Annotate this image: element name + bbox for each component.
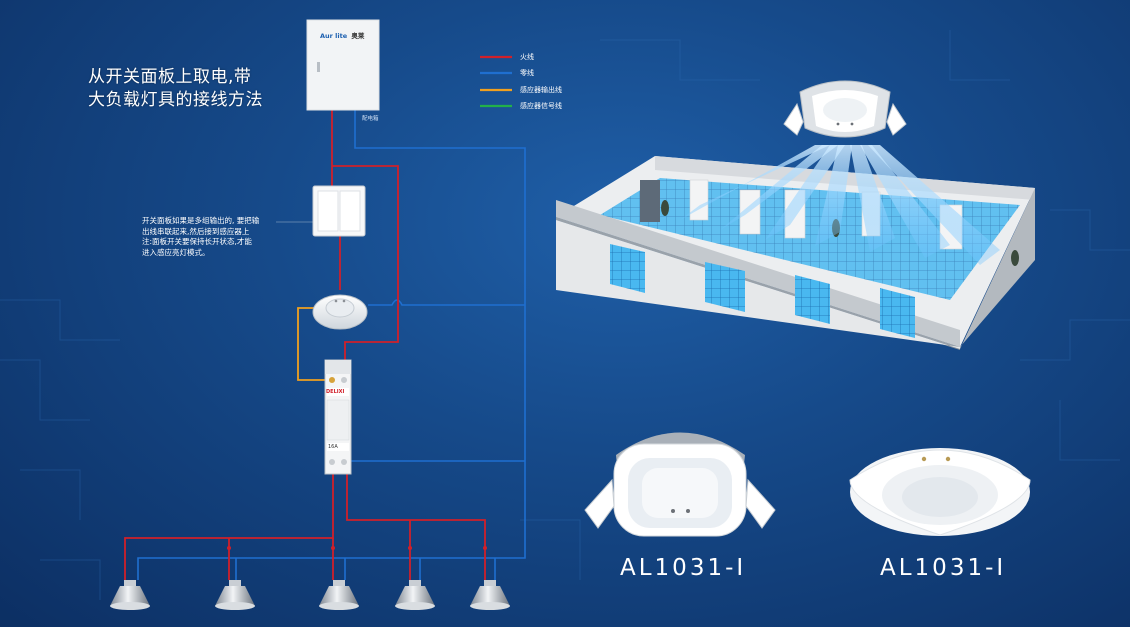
distribution-box-brand: Aur lite 奥莱 — [320, 30, 364, 40]
product-sensor-square — [584, 432, 776, 537]
diagram-title: 从开关面板上取电,带 大负载灯具的接线方法 — [88, 66, 308, 112]
diagram-sensor — [312, 294, 368, 330]
circuit-texture — [0, 30, 1130, 600]
room-illustration — [556, 145, 1035, 350]
downlight — [215, 580, 255, 610]
distribution-box-caption: 配电箱 — [362, 116, 379, 122]
title-line-2: 大负载灯具的接线方法 — [88, 90, 263, 110]
wiring-note: 开关面板如果是多组输出的, 要把输 出线串联起来,然后接到感应器上 注:面板开关… — [142, 216, 282, 258]
sensor-output-wire — [297, 307, 330, 381]
product-model-2: AL1031-I — [880, 555, 1007, 581]
downlight — [319, 580, 359, 610]
note-line-4: 进入感应亮灯模式。 — [142, 247, 210, 257]
legend-signal-label: 感应器信号线 — [520, 102, 562, 110]
product-sensor-round — [849, 448, 1031, 536]
legend-live-label: 火线 — [520, 53, 534, 61]
live-wires — [124, 110, 486, 580]
legend-output-label: 感应器输出线 — [520, 86, 562, 94]
downlight — [395, 580, 435, 610]
note-line-3: 注:面板开关要保持长开状态,才能 — [142, 237, 252, 246]
legend-neutral-label: 零线 — [520, 69, 534, 77]
box-latch — [317, 62, 320, 72]
contactor-brand: DELIXI — [326, 389, 345, 395]
contactor-rating: 16A — [328, 444, 338, 450]
note-line-2: 出线串联起来,然后接到感应器上 — [142, 226, 250, 236]
contactor — [324, 359, 352, 475]
wall-switch — [312, 185, 366, 237]
downlight-group — [110, 580, 510, 610]
legend-swatches — [480, 55, 512, 108]
room-sensor — [783, 80, 907, 138]
downlight — [470, 580, 510, 610]
distribution-box — [306, 19, 380, 111]
brand-logo-cn: 奥莱 — [351, 32, 365, 40]
title-line-1: 从开关面板上取电,带 — [88, 67, 252, 87]
downlight — [110, 580, 150, 610]
neutral-wires — [137, 110, 526, 580]
brand-logo-text: Aur lite — [320, 32, 348, 40]
note-line-1: 开关面板如果是多组输出的, 要把输 — [142, 216, 260, 225]
product-model-1: AL1031-I — [620, 555, 747, 581]
